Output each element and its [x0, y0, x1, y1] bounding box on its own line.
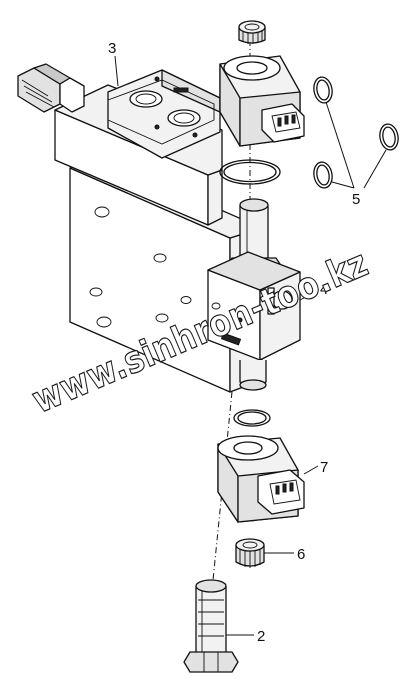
hose-fitting [17, 63, 85, 113]
o-ring-upper [219, 159, 281, 185]
o-ring-lower [233, 409, 271, 427]
o-ring-set [313, 76, 399, 189]
callout-6: 6 [297, 546, 305, 563]
callout-2: 2 [257, 628, 265, 645]
callout-5: 5 [352, 191, 360, 208]
o-ring-b [313, 161, 333, 189]
callout-3: 3 [108, 40, 116, 57]
knurled-nut-lower [235, 538, 265, 568]
leader-lines [114, 55, 387, 636]
pilot-block [17, 63, 223, 226]
cartridge-insert [183, 579, 239, 673]
o-ring-c [379, 123, 399, 151]
callout-4: 4 [320, 281, 328, 298]
solenoid-coil-lower [217, 435, 305, 523]
o-ring-a [313, 76, 333, 104]
axis-line-lower [211, 391, 233, 591]
solenoid-coil-upper [219, 55, 305, 147]
callout-7: 7 [320, 459, 328, 476]
cartridge-valve [207, 198, 301, 391]
knurled-nut-upper [238, 20, 266, 44]
